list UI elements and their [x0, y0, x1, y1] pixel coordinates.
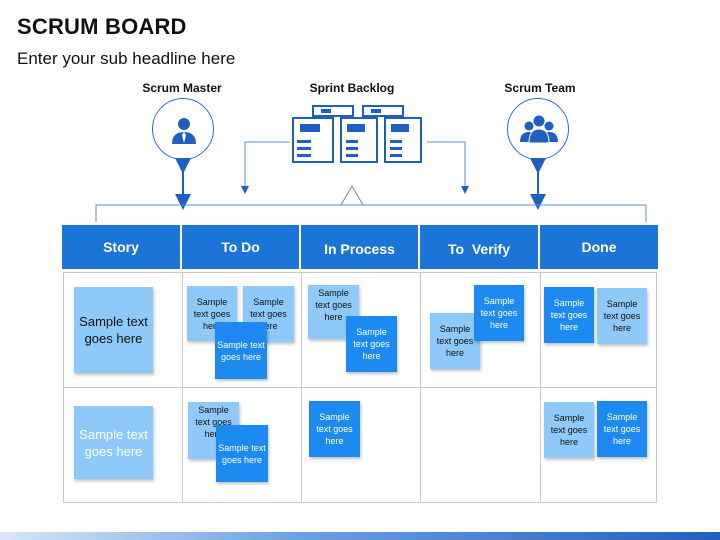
column-header-row: Story To Do In Process To Verify Done: [62, 225, 658, 269]
sticky-note[interactable]: Sample text goes here: [544, 287, 594, 343]
column-header-done: Done: [540, 225, 658, 269]
grid-row-divider: [64, 387, 656, 388]
sticky-note[interactable]: Sample text goes here: [74, 406, 153, 479]
sticky-note[interactable]: Sample text goes here: [430, 313, 480, 369]
sticky-note[interactable]: Sample text goes here: [215, 322, 267, 379]
sticky-note[interactable]: Sample text goes here: [216, 425, 268, 482]
server-racks-icon: [292, 105, 422, 163]
page-title: SCRUM BOARD: [17, 14, 187, 39]
connector-lines: [95, 141, 647, 222]
sticky-note[interactable]: Sample text goes here: [597, 288, 647, 344]
sticky-note[interactable]: Sample text goes here: [74, 287, 153, 373]
sprint-backlog-label: Sprint Backlog: [309, 81, 395, 95]
sticky-note[interactable]: Sample text goes here: [544, 402, 594, 458]
column-header-todo: To Do: [182, 225, 301, 269]
scrum-master-label: Scrum Master: [142, 81, 222, 95]
column-header-to-verify: To Verify: [420, 225, 540, 269]
sticky-note[interactable]: Sample text goes here: [308, 285, 359, 339]
board-grid: [63, 272, 657, 503]
sticky-note[interactable]: Sample text goes here: [597, 401, 647, 457]
team-icon: [520, 115, 558, 144]
scrum-master-circle: [152, 98, 214, 160]
scrum-team-label: Scrum Team: [504, 81, 576, 95]
page-subtitle: Enter your sub headline here: [17, 49, 236, 68]
person-icon: [172, 118, 196, 144]
sticky-note[interactable]: Sample text goes here: [346, 316, 397, 372]
column-header-in-process: In Process: [301, 225, 420, 269]
sticky-note[interactable]: Sample text goes here: [474, 285, 524, 341]
sticky-note[interactable]: Sample text goes here: [243, 286, 294, 342]
column-header-story: Story: [62, 225, 182, 269]
bottom-accent-bar: [0, 532, 720, 540]
sticky-note[interactable]: Sample text goes here: [309, 401, 360, 457]
